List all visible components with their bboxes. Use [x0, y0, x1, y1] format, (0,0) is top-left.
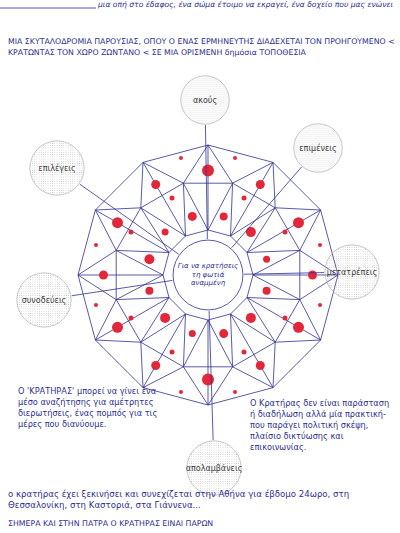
- red-dot: [202, 374, 214, 386]
- connector-line: [205, 125, 207, 239]
- node-label: επιμένεις: [299, 144, 336, 153]
- red-dot: [94, 243, 98, 247]
- node-label: μετατρέπεις: [327, 268, 377, 277]
- red-dot: [160, 313, 170, 323]
- node-label: ακούς: [193, 96, 217, 105]
- red-dot: [246, 227, 256, 237]
- web-lines: [78, 145, 338, 405]
- red-dot: [220, 212, 228, 220]
- red-dot: [188, 212, 197, 221]
- red-dot: [293, 217, 304, 228]
- red-dot: [202, 165, 214, 177]
- node-text-holder: συνοδεύεις: [22, 296, 67, 305]
- note-text: Ο 'ΚΡΑΤΗΡΑΣ' μπορεί να γίνει ένα μέσο αν…: [18, 386, 160, 430]
- hub-circle: Για να κρατήσεις τη φωτιά αναμμένη: [172, 239, 244, 311]
- red-dot: [246, 313, 256, 323]
- red-dot: [233, 156, 237, 160]
- red-dot: [99, 271, 108, 280]
- red-dot: [162, 229, 169, 236]
- node-text-holder: επιλέγεις: [38, 164, 75, 173]
- red-dot: [144, 254, 154, 264]
- node-text-holder: ακούς: [193, 96, 217, 105]
- circle-shape: [17, 273, 71, 327]
- footer-text: ο κρατήρας έχει ξεκινήσει και συνεχίζετα…: [8, 489, 396, 511]
- red-dot: [112, 217, 123, 228]
- red-dot: [318, 303, 322, 307]
- red-dot: [145, 287, 153, 295]
- red-dot: [219, 329, 228, 338]
- node-text-holder: Για να κρατήσεις τη φωτιά αναμμένη: [176, 262, 240, 288]
- red-dot: [189, 330, 196, 337]
- red-dot: [170, 196, 175, 201]
- red-dot: [151, 180, 160, 189]
- red-dot: [293, 322, 304, 333]
- outer-zigzag: [78, 145, 338, 405]
- red-dot: [242, 350, 247, 355]
- node-text-holder: απολαμβάνεις: [186, 464, 243, 473]
- circle-shape: [325, 245, 379, 299]
- red-dot: [129, 316, 134, 321]
- node-label: συνοδεύεις: [22, 296, 67, 305]
- connector-line: [80, 184, 179, 254]
- red-dot: [283, 316, 288, 321]
- footer-caps: ΣΗΜΕΡΑ ΚΑΙ ΣΤΗΝ ΠΑΤΡΑ Ο ΚΡΑΤΗΡΑΣ ΕΙΝΑΙ Π…: [8, 519, 396, 528]
- red-dot: [233, 390, 237, 394]
- rule-line: [0, 8, 96, 9]
- red-dot: [170, 350, 175, 355]
- red-dot: [256, 180, 265, 189]
- node-text-holder: επιμένεις: [299, 144, 336, 153]
- connector-line: [72, 280, 173, 295]
- red-dot: [151, 361, 160, 370]
- red-dot: [283, 230, 288, 235]
- circle-shape: [294, 124, 343, 173]
- circle-shape: [173, 240, 243, 310]
- intro-text: ΜΙΑ ΣΚΥΤΑΛΟΔΡΟΜΙΑ ΠΑΡΟΥΣΙΑΣ, ΟΠΟΥ Ο ΕΝΑΣ…: [8, 36, 396, 59]
- outer-strands: [78, 145, 338, 405]
- verb-circle: ακούς: [180, 75, 230, 125]
- circle-shape: [181, 76, 230, 125]
- verb-circle: επιλέγεις: [29, 140, 85, 196]
- inner-ring: [163, 230, 253, 320]
- note-text: Ο Κρατήρας δεν είναι παράσταση ή διαδήλω…: [250, 398, 396, 453]
- verb-circle: μετατρέπεις: [324, 244, 380, 300]
- red-dot: [263, 287, 271, 295]
- tagline: μια οπή στο έδαφος, ένα σώμα έτοιμο να ε…: [98, 0, 400, 10]
- red-dot: [263, 256, 270, 263]
- connector-line: [244, 273, 324, 275]
- red-dot: [129, 230, 134, 235]
- spokes: [78, 145, 338, 405]
- node-label: Για να κρατήσεις τη φωτιά αναμμένη: [176, 262, 240, 288]
- node-label: επιλέγεις: [38, 164, 75, 173]
- red-dot: [318, 243, 322, 247]
- node-label: απολαμβάνεις: [186, 464, 243, 473]
- red-dot: [112, 322, 123, 333]
- connector-line: [232, 167, 302, 248]
- verb-circle: επιμένεις: [293, 123, 343, 173]
- red-dot: [179, 156, 183, 160]
- circle-shape: [30, 141, 84, 195]
- red-dot: [256, 361, 265, 370]
- verb-circle: απολαμβάνεις: [186, 440, 242, 496]
- verb-circle: συνοδεύεις: [16, 272, 72, 328]
- red-dot: [308, 271, 317, 280]
- red-dot: [179, 390, 183, 394]
- red-dot: [242, 196, 247, 201]
- red-dots: [94, 156, 322, 394]
- red-dot: [94, 303, 98, 307]
- node-text-holder: μετατρέπεις: [327, 268, 377, 277]
- connector-line: [209, 311, 213, 440]
